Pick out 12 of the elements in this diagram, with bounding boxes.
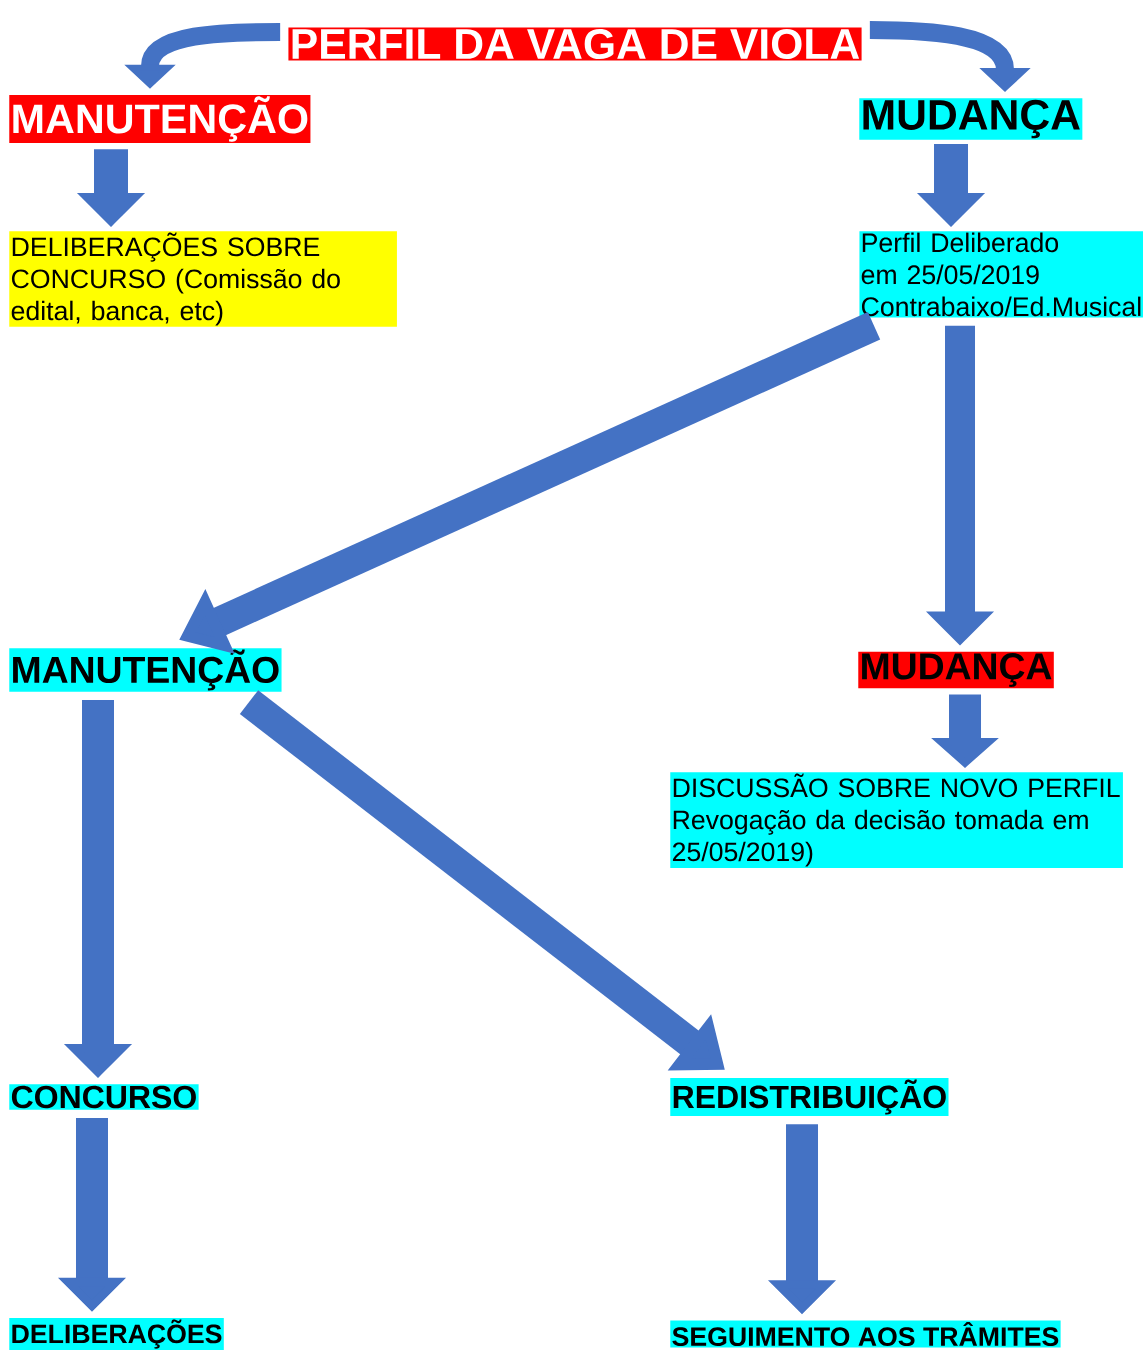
highlighted-label: REDISTRIBUIÇÃO xyxy=(670,1078,949,1116)
highlighted-text: DELIBERAÇÕES SOBRE CONCURSO (Comissão do edital, banca, etc) xyxy=(9,231,397,327)
highlighted-label: SEGUIMENTO AOS TRÂMITES xyxy=(670,1320,1061,1348)
highlighted-heading: MANUTENÇÃO xyxy=(9,648,282,692)
highlighted-heading: MUDANÇA xyxy=(859,98,1083,140)
highlighted-text: DISCUSSÃO SOBRE NOVO PERFIL Revogação da decisão tomada em 25/05/2019) xyxy=(670,772,1123,868)
highlighted-text: Perfil Deliberado em 25/05/2019 Contrabaixo/Ed.Musical xyxy=(859,231,1143,318)
heading-banner: PERFIL DA VAGA DE VIOLA xyxy=(288,27,862,61)
highlighted-label: DELIBERAÇÕES xyxy=(9,1318,224,1350)
highlighted-heading: MUDANÇA xyxy=(858,651,1054,689)
highlighted-heading: MANUTENÇÃO xyxy=(9,95,311,143)
highlighted-label: CONCURSO xyxy=(9,1084,199,1110)
